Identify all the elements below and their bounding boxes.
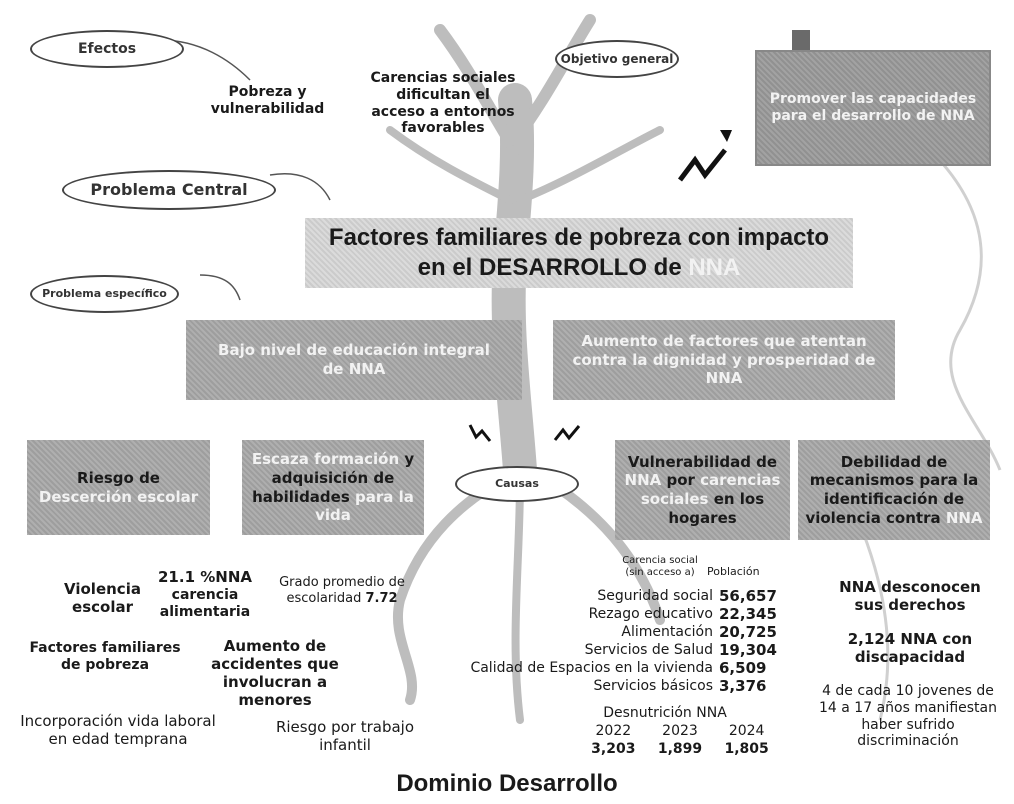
detail-child-labor: Riesgo por trabajo infantil: [275, 718, 415, 754]
causes-label: Causas: [455, 466, 579, 502]
table-row: Seguridad social 56,657: [455, 587, 777, 605]
cause-training-a: Escaza formación: [251, 450, 400, 468]
table-row-label: Alimentación: [621, 624, 713, 640]
table-row-value: 20,725: [719, 623, 777, 641]
cause-vuln-a: Vulnerabilidad de: [627, 452, 778, 471]
table-row-value: 22,345: [719, 605, 777, 623]
central-problem-nna: NNA: [688, 254, 741, 281]
detail-early-labor: Incorporación vida laboral en edad tempr…: [20, 712, 216, 748]
cause-violence-mechanisms: Debilidad de mecanismos para la identifi…: [798, 440, 990, 540]
table-row: Servicios básicos 3,376: [455, 677, 777, 695]
table-row: Alimentación 20,725: [455, 623, 777, 641]
table-row: Rezago educativo 22,345: [455, 605, 777, 623]
malnutrition-values: 3,203 1,899 1,805: [580, 741, 780, 757]
central-problem-box: Factores familiares de pobreza con impac…: [305, 218, 853, 288]
specific-problem-right: Aumento de factores que atentan contra l…: [553, 320, 895, 400]
specific-problem-left: Bajo nivel de educación integral de NNA: [186, 320, 522, 400]
detail-food-stat: 21.1 %NNA: [158, 568, 252, 586]
detail-schooling-text: Grado promedio de escolaridad: [279, 575, 405, 606]
year-value: 1,805: [724, 741, 769, 757]
central-problem-line1: Factores familiares de pobreza con impac…: [328, 224, 830, 251]
table-header-left: Carencia social (sin acceso a): [622, 555, 698, 578]
central-problem-line2: en el DESARROLLO de: [417, 254, 689, 281]
detail-accidents: Aumento de accidentes que involucran a m…: [211, 637, 339, 709]
cause-vuln-c: por: [661, 471, 701, 490]
table-row: Servicios de Salud 19,304: [455, 641, 777, 659]
year-value: 3,203: [591, 741, 636, 757]
cause-vuln-d: carencias sociales: [640, 471, 781, 508]
cause-training: Escaza formación y adquisición de habili…: [242, 440, 424, 535]
effects-label: Efectos: [30, 30, 184, 68]
detail-school-violence: Violencia escolar: [64, 580, 141, 616]
year-label: 2023: [662, 723, 698, 739]
detail-schooling-value: 7.72: [365, 590, 398, 606]
effect-poverty: Pobreza y vulnerabilidad: [210, 84, 325, 117]
table-row: Calidad de Espacios en la vivienda 6,509: [455, 659, 777, 677]
objective-text: Promover las capacidades para el desarro…: [769, 90, 977, 125]
detail-disability: 2,124 NNA con discapacidad: [847, 630, 973, 666]
general-objective-label: Objetivo general: [555, 40, 679, 78]
specific-problem-left-text: Bajo nivel de educación integral de NNA: [218, 341, 490, 378]
table-row-label: Servicios de Salud: [584, 642, 713, 658]
specific-problem-label: Problema específico: [30, 275, 179, 313]
detail-discrimination: 4 de cada 10 jovenes de 14 a 17 años man…: [819, 683, 997, 750]
year-label: 2024: [728, 723, 765, 739]
detail-rights-unknown: NNA desconocen sus derechos: [839, 578, 981, 614]
specific-problem-right-text: Aumento de factores que atentan contra l…: [572, 331, 876, 388]
table-row-value: 3,376: [719, 677, 767, 695]
table-row-value: 56,657: [719, 587, 777, 605]
detail-schooling: Grado promedio de escolaridad 7.72: [272, 575, 412, 606]
cause-dropout-risk-b: Descerción escolar: [38, 487, 199, 506]
year-value: 1,899: [657, 741, 703, 757]
effect-social-deficiencies: Carencias sociales dificultan el acceso …: [370, 70, 516, 137]
page-title: Dominio Desarrollo: [396, 770, 618, 797]
year-label: 2022: [595, 723, 632, 739]
malnutrition-years: 2022 2023 2024: [580, 723, 780, 739]
table-row-label: Servicios básicos: [593, 678, 713, 694]
cause-training-c: para la vida: [315, 487, 414, 525]
detail-family-factors: Factores familiares de pobreza: [29, 640, 181, 673]
cause-violence-b: NNA: [945, 508, 983, 527]
table-rows: Seguridad social 56,657 Rezago educativo 2…: [455, 587, 777, 695]
table-row-label: Rezago educativo: [588, 606, 713, 622]
cause-vulnerability: Vulnerabilidad de NNA por carencias soci…: [615, 440, 790, 540]
cause-vuln-e: en los hogares: [668, 490, 765, 527]
central-problem-label: Problema Central: [62, 170, 276, 210]
table-row-label: Calidad de Espacios en la vivienda: [470, 660, 713, 676]
detail-food-text: carencia alimentaria: [159, 587, 251, 620]
cause-violence-a: Debilidad de mecanismos para la identifi…: [805, 452, 979, 527]
table-row-value: 6,509: [719, 659, 767, 677]
cause-vuln-b: NNA: [624, 471, 662, 490]
table-row-label: Seguridad social: [597, 588, 713, 604]
cause-dropout-risk-a: Riesgo de: [77, 468, 160, 487]
cause-training-b: y adquisición de habilidades: [252, 450, 415, 506]
table-row-value: 19,304: [719, 641, 777, 659]
table-header-right: Población: [707, 565, 760, 578]
general-objective-box: Promover las capacidades para el desarro…: [755, 50, 991, 166]
malnutrition-title: Desnutrición NNA: [603, 705, 727, 721]
cause-dropout-risk: Riesgo de Descerción escolar: [27, 440, 210, 535]
